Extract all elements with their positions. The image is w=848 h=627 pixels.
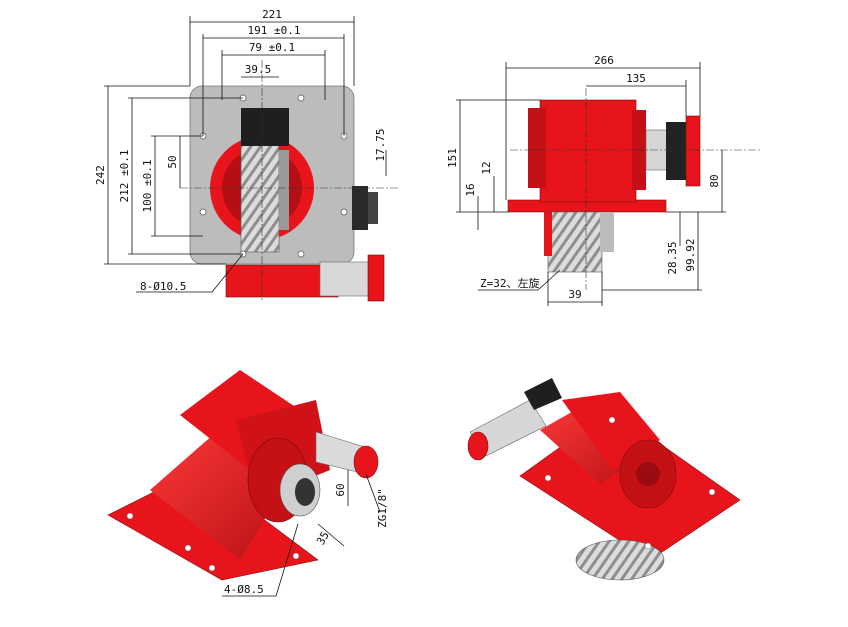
gear-note: Z=32、左旋	[480, 276, 540, 290]
dim-28-35: 28.35	[666, 241, 679, 274]
dim-266: 266	[594, 54, 614, 67]
dim-16: 16	[464, 183, 477, 196]
holes-note-8x10-5: 8-Ø10.5	[140, 280, 186, 293]
thread-note: ZG1/8"	[376, 488, 389, 528]
iso-gear-right	[575, 539, 665, 581]
iso-view-left: 60 35 ZG1/8" 4-Ø8.5	[107, 370, 389, 597]
dim-12: 12	[480, 161, 493, 174]
gear	[240, 139, 280, 253]
main-housing	[539, 99, 637, 203]
dim-80: 80	[708, 174, 721, 187]
dim-35: 35	[314, 529, 332, 547]
dim-135: 135	[626, 72, 646, 85]
front-view: 221 191 ±0.1 79 ±0.1 39.5 242 212 ±0.1 1…	[94, 8, 400, 302]
dim-242: 242	[94, 165, 107, 185]
side-block	[352, 186, 368, 230]
holes-note-4x8-5: 4-Ø8.5	[224, 583, 264, 596]
side-view: 266 135 151 12 16 80 28.35 99.92 39 Z=32…	[446, 54, 760, 306]
dim-221: 221	[262, 8, 282, 21]
dim-79: 79 ±0.1	[249, 41, 295, 54]
dim-212: 212 ±0.1	[118, 150, 131, 203]
iso-view-right	[467, 378, 741, 581]
dim-39-5: 39.5	[245, 63, 272, 76]
dim-17-75: 17.75	[374, 128, 387, 161]
dim-60: 60	[334, 483, 347, 496]
dim-39: 39	[568, 288, 581, 301]
bottom-flange	[225, 264, 339, 298]
dim-151: 151	[446, 148, 459, 168]
dim-100: 100 ±0.1	[141, 160, 154, 213]
dim-99-92: 99.92	[684, 238, 697, 271]
dim-191: 191 ±0.1	[248, 24, 301, 37]
dim-50: 50	[166, 155, 179, 168]
lower-gear	[547, 211, 603, 273]
